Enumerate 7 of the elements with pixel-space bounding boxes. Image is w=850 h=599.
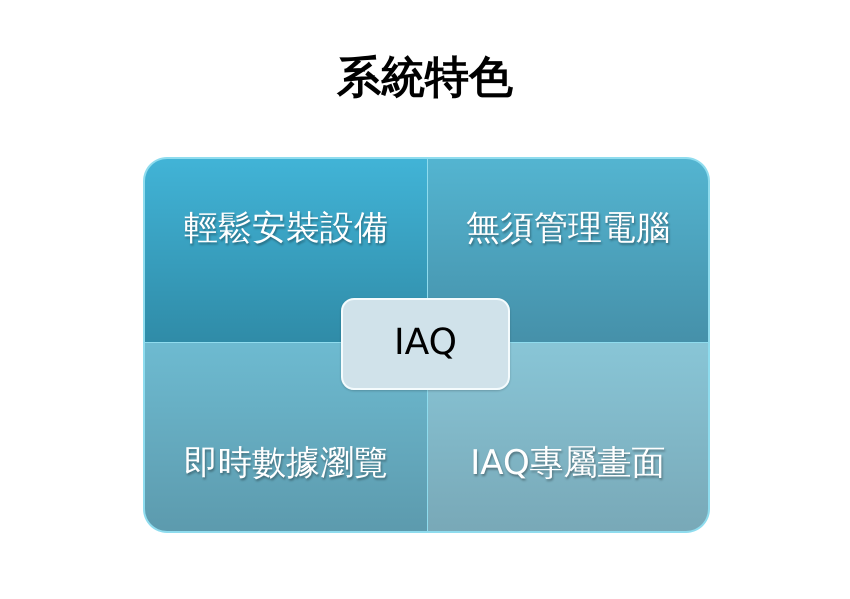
center-label: IAQ [393,321,458,365]
center-box [341,298,510,390]
quadrant-label: IAQ專屬畫面 [469,442,667,485]
quadrant-label: 即時數據瀏覽 [183,442,389,485]
quadrant-label: 輕鬆安裝設備 [183,207,389,250]
title: 系統特色 [336,51,514,105]
quadrant-label: 無須管理電腦 [465,207,671,250]
